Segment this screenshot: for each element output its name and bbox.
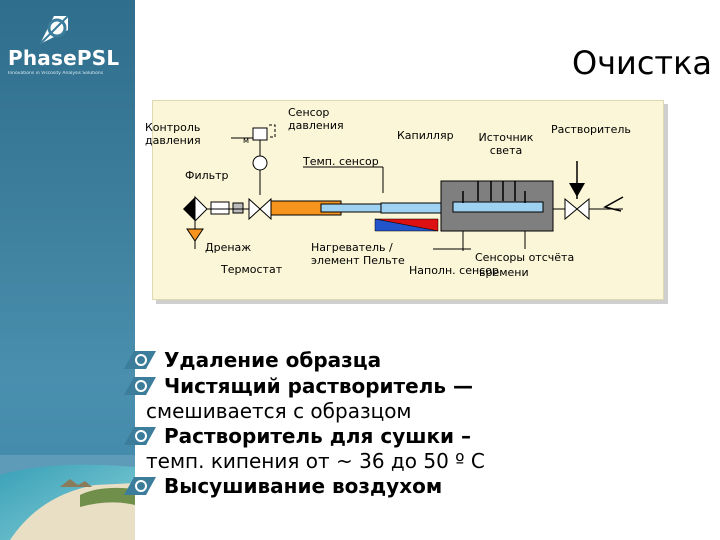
filter-valve-left <box>183 197 195 221</box>
pressure-control-box <box>252 127 268 141</box>
brand-tagline: Innovations in Viscosity Analysis Soluti… <box>8 71 104 76</box>
bullet-subtext: темп. кипения от ~ 36 до 50 º С <box>146 449 485 473</box>
diagram-graphic: м <box>183 124 624 251</box>
phase-logo-icon <box>39 15 69 45</box>
label-solvent: Растворитель <box>551 123 631 136</box>
label-light-source: Источник света <box>478 131 534 157</box>
bullet-text: Удаление образца <box>164 348 382 372</box>
bullet-text: Высушивание воздухом <box>164 474 443 498</box>
label-peltier: Нагреватель / элемент Пельте <box>311 241 405 267</box>
bullet-logo-icon <box>124 351 156 369</box>
label-time: времени <box>479 266 529 279</box>
bullet-item: Высушивание воздухом <box>118 473 718 499</box>
cleaning-diagram: м <box>145 100 664 300</box>
filter-body <box>210 201 230 215</box>
sidebar: PhasePSL Innovations in Viscosity Analys… <box>0 0 135 540</box>
bullet-item: Удаление образца <box>118 347 718 373</box>
label-ref-sensors: Сенсоры отсчёта <box>475 251 575 264</box>
label-filter: Фильтр <box>185 169 229 182</box>
bullet-subtext: смешивается с образцом <box>146 399 412 423</box>
bullet-item: Растворитель для сушки – темп. кипения о… <box>118 423 718 473</box>
bullet-logo-icon <box>124 427 156 445</box>
label-pressure-control: Контроль давления <box>145 121 201 147</box>
bullet-text: Растворитель для сушки – <box>164 424 472 448</box>
label-capillary: Капилляр <box>397 129 454 142</box>
label-thermostat: Термостат <box>221 263 283 276</box>
capillary-tube <box>380 202 442 214</box>
bullet-list: Удаление образца Чистящий растворитель —… <box>118 347 718 499</box>
bullet-logo-icon <box>124 477 156 495</box>
svg-text:м: м <box>243 136 249 145</box>
slide-title: Очистка <box>571 44 712 82</box>
label-pressure-sensor: Сенсор давления <box>288 106 344 132</box>
beach-photo <box>0 455 135 540</box>
bullet-item: Чистящий растворитель — смешивается с об… <box>118 373 718 423</box>
label-drain: Дренаж <box>205 241 252 254</box>
label-temp-sensor: Темп. сенсор <box>303 155 379 168</box>
brand-logo: PhasePSL Innovations in Viscosity Analys… <box>0 0 135 95</box>
brand-name: PhasePSL <box>8 46 120 70</box>
bullet-text: Чистящий растворитель — <box>164 374 473 398</box>
pressure-sensor-gauge <box>252 155 268 171</box>
label-fill-sensor: Наполн. сенсор <box>409 264 499 277</box>
bullet-logo-icon <box>124 377 156 395</box>
